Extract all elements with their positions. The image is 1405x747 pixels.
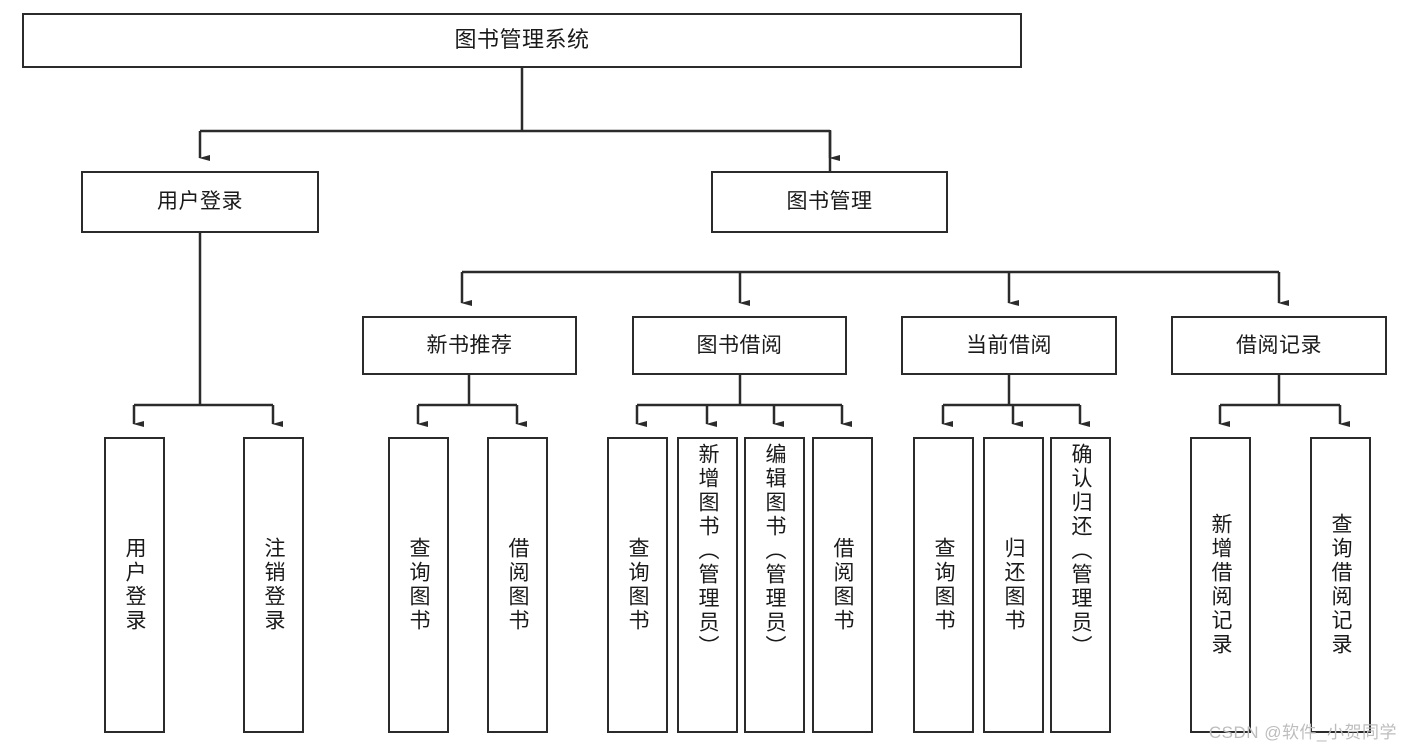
node-new-book-recommend[interactable]: 新书推荐 [362,316,577,375]
node-borrow-record-label: 借阅记录 [1236,333,1322,357]
leaf-logout[interactable]: 注销登录 [243,437,304,733]
leaf-borrow-book-2-label: 借阅图书 [831,537,854,633]
leaf-confirm-return-label: 确认归还（管理员） [1069,443,1092,659]
node-new-book-recommend-label: 新书推荐 [426,333,513,357]
leaf-user-login-label: 用户登录 [123,537,146,633]
leaf-logout-label: 注销登录 [262,537,285,633]
leaf-query-book-3[interactable]: 查询图书 [913,437,974,733]
leaf-borrow-book-1-label: 借阅图书 [506,537,529,633]
leaf-add-record-label: 新增借阅记录 [1209,513,1232,657]
leaf-edit-book-label: 编辑图书（管理员） [763,443,786,659]
leaf-add-book-label: 新增图书（管理员） [696,443,719,659]
node-root-label: 图书管理系统 [454,27,590,53]
node-book-borrow-label: 图书借阅 [696,333,783,357]
leaf-query-record[interactable]: 查询借阅记录 [1310,437,1371,733]
leaf-return-book-label: 归还图书 [1002,537,1025,633]
leaf-borrow-book-1[interactable]: 借阅图书 [487,437,548,733]
leaf-query-book-1-label: 查询图书 [407,537,430,633]
leaf-query-record-label: 查询借阅记录 [1329,513,1352,657]
node-current-borrow-label: 当前借阅 [966,333,1052,357]
leaf-user-login[interactable]: 用户登录 [104,437,165,733]
node-user-login-label: 用户登录 [157,190,243,214]
leaf-query-book-2[interactable]: 查询图书 [607,437,668,733]
node-current-borrow[interactable]: 当前借阅 [901,316,1117,375]
leaf-borrow-book-2[interactable]: 借阅图书 [812,437,873,733]
node-book-manage-label: 图书管理 [786,190,873,214]
leaf-query-book-1[interactable]: 查询图书 [388,437,449,733]
leaf-add-book[interactable]: 新增图书（管理员） [677,437,738,733]
leaf-add-record[interactable]: 新增借阅记录 [1190,437,1251,733]
node-root[interactable]: 图书管理系统 [22,13,1022,68]
node-book-manage[interactable]: 图书管理 [711,171,948,233]
node-user-login[interactable]: 用户登录 [81,171,319,233]
leaf-return-book[interactable]: 归还图书 [983,437,1044,733]
node-book-borrow[interactable]: 图书借阅 [632,316,847,375]
leaf-query-book-2-label: 查询图书 [626,537,649,633]
node-borrow-record[interactable]: 借阅记录 [1171,316,1387,375]
leaf-confirm-return[interactable]: 确认归还（管理员） [1050,437,1111,733]
csdn-watermark: CSDN @软件_小贺同学 [1208,723,1397,742]
leaf-query-book-3-label: 查询图书 [932,537,955,633]
leaf-edit-book[interactable]: 编辑图书（管理员） [744,437,805,733]
